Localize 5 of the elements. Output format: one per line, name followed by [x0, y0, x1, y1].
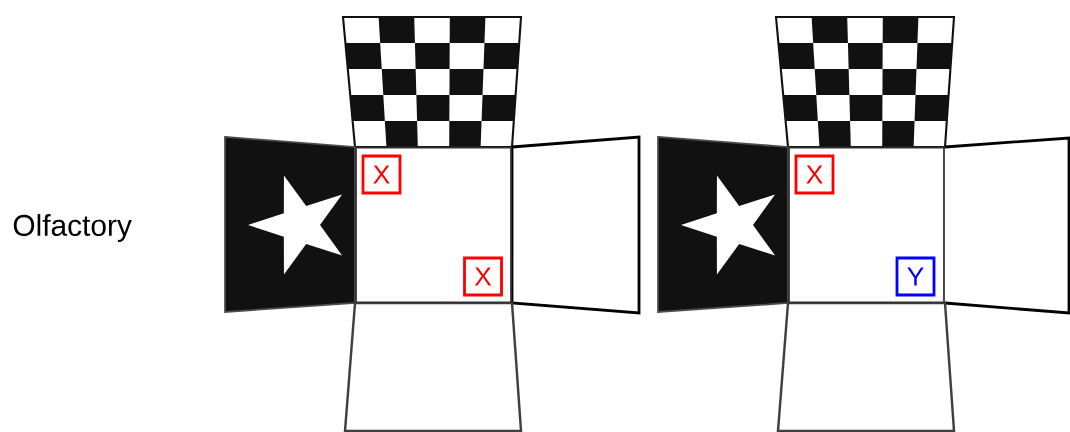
marker-box: X: [794, 154, 835, 195]
marker-box: Y: [895, 256, 936, 297]
marker-box: X: [463, 256, 503, 297]
row-label: Olfactory: [13, 214, 132, 242]
marker-box: X: [361, 154, 402, 195]
